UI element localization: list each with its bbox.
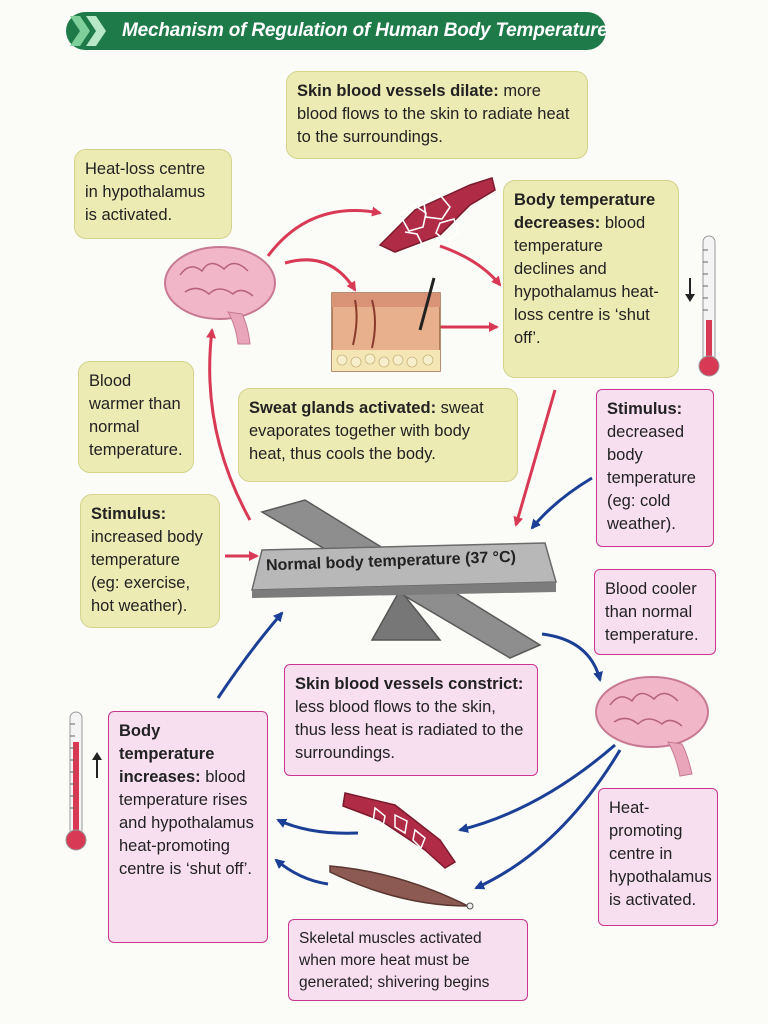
increased-stimulus-box: Stimulus: increased body temperature (eg… <box>80 494 220 628</box>
heat-gain-arrows <box>216 476 622 890</box>
blood-warmer-text: Blood warmer than normal temperature. <box>89 372 183 459</box>
vessels-dilate-text: more blood flows to the skin to radiate … <box>297 82 570 146</box>
decreased-stimulus-text: decreased body temperature (eg: cold wea… <box>607 423 696 533</box>
temperature-decreases-box: Body temperature decreases: blood temper… <box>503 180 679 378</box>
seesaw-icon <box>251 499 557 659</box>
blood-cooler-box: Blood cooler than normal temperature. <box>594 569 716 655</box>
vessels-dilate-heading: Skin blood vessels dilate: <box>297 82 499 100</box>
increased-stimulus-heading: Stimulus: <box>91 505 167 523</box>
increased-stimulus-text: increased body temperature (eg: exercise… <box>91 528 203 615</box>
decreased-stimulus-heading: Stimulus: <box>607 400 683 418</box>
heat-promoting-centre-box: Heat-promoting centre in hypothalamus is… <box>598 788 718 926</box>
temperature-increases-box: Body temperature increases: blood temper… <box>108 711 268 943</box>
brain-heat-promoting-icon <box>595 676 709 777</box>
dilated-blood-vessels-icon <box>378 177 496 253</box>
temperature-decreases-heading: Body temperature decreases: <box>514 191 656 232</box>
temperature-decreases-text: blood temperature declines and hypothala… <box>514 214 659 347</box>
temperature-increases-text: blood temperature rises and hypothalamus… <box>119 768 254 878</box>
vessels-constrict-heading: Skin blood vessels constrict: <box>295 675 524 693</box>
heat-loss-centre-box: Heat-loss centre in hypothalamus is acti… <box>74 149 232 239</box>
skeletal-muscles-box: Skeletal muscles activated when more hea… <box>288 919 528 1001</box>
vessels-constrict-text: less blood flows to the skin, thus less … <box>295 698 524 762</box>
skeletal-muscle-icon <box>329 865 474 910</box>
vessels-dilate-box: Skin blood vessels dilate: more blood fl… <box>286 71 588 159</box>
decreased-stimulus-box: Stimulus: decreased body temperature (eg… <box>596 389 714 547</box>
thermometer-cold-icon <box>685 235 720 377</box>
constricted-blood-vessels-icon <box>342 792 457 869</box>
sweat-glands-heading: Sweat glands activated: <box>249 399 437 417</box>
heat-loss-centre-text: Heat-loss centre in hypothalamus is acti… <box>85 160 206 224</box>
title-bar: Mechanism of Regulation of Human Body Te… <box>66 12 608 50</box>
heat-promoting-centre-text: Heat-promoting centre in hypothalamus is… <box>609 799 712 909</box>
blood-cooler-text: Blood cooler than normal temperature. <box>605 580 699 644</box>
sweat-glands-box: Sweat glands activated: sweat evaporates… <box>238 388 518 482</box>
chevron-icon <box>66 12 116 50</box>
sweat-glands-text: sweat evaporates together with body heat… <box>249 399 484 463</box>
heat-loss-arrows <box>206 206 557 561</box>
temperature-increases-heading: Body temperature increases: <box>119 722 215 786</box>
brain-heat-loss-icon <box>164 246 276 345</box>
thermometer-hot-icon <box>65 711 102 851</box>
skeletal-muscles-text: Skeletal muscles activated when more hea… <box>299 930 490 991</box>
vessels-constrict-box: Skin blood vessels constrict: less blood… <box>284 664 538 776</box>
blood-warmer-box: Blood warmer than normal temperature. <box>78 361 194 473</box>
page-title: Mechanism of Regulation of Human Body Te… <box>122 20 608 41</box>
skin-cross-section-icon <box>331 277 441 372</box>
